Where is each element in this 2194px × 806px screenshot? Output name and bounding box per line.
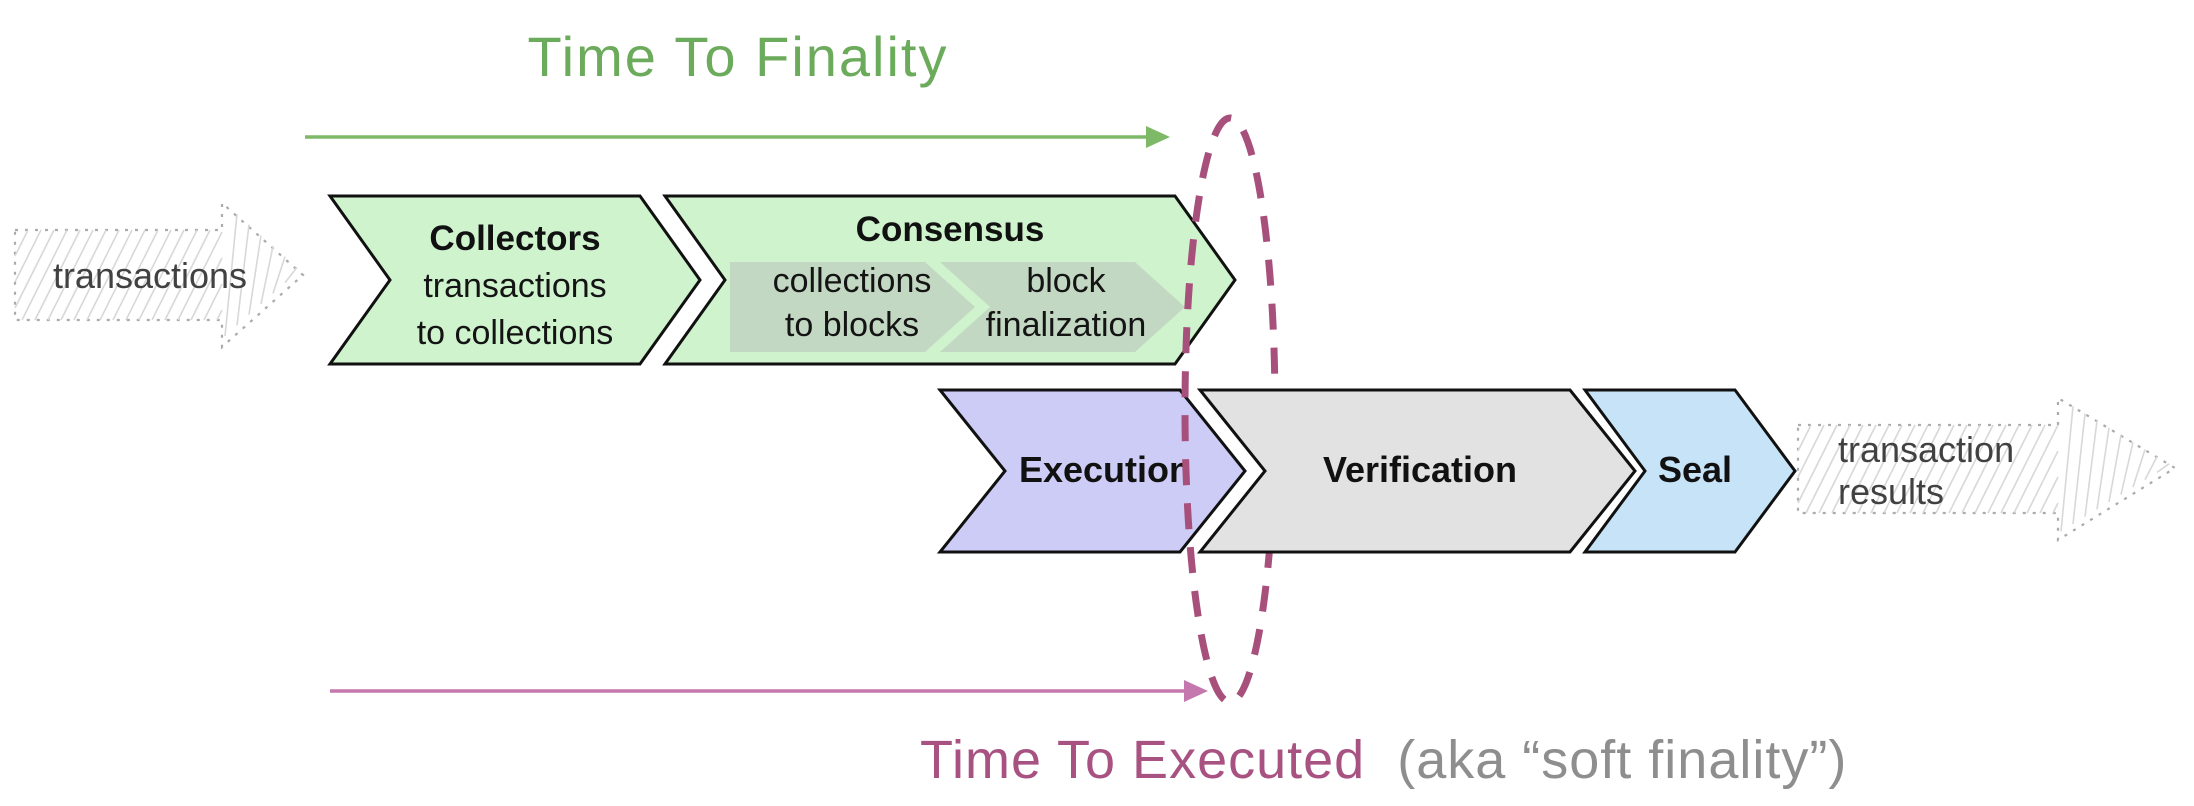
hatch-pattern [14, 213, 298, 337]
substep-label-line1: block [1026, 262, 1106, 300]
execution-shape [936, 388, 1247, 554]
transaction-results-label-line2: results [1838, 471, 1944, 512]
collectors-shape [327, 194, 702, 366]
execution-title: Execution [1019, 449, 1191, 490]
consensus-substep-block-finalization: block finalization [940, 262, 1185, 352]
seal-chevron: Seal [1582, 388, 1797, 554]
time-to-executed-arrow [330, 680, 1208, 702]
transactions-input-arrow: transactions [13, 200, 305, 350]
collectors-subtitle-line1: transactions [423, 267, 606, 305]
collectors-subtitle-line2: to collections [417, 314, 614, 352]
collectors-chevron: Collectors transactions to collections [327, 194, 702, 366]
substep-label-line1: collections [773, 262, 932, 300]
transactions-label: transactions [53, 255, 247, 296]
execution-chevron: Execution [936, 388, 1247, 554]
arrowhead-icon [1184, 680, 1208, 702]
consensus-title: Consensus [856, 210, 1045, 249]
time-to-finality-arrow [305, 126, 1170, 148]
substep-shape [730, 262, 975, 352]
hatch-pattern [1797, 406, 2170, 532]
verification-chevron: Verification [1196, 388, 1637, 554]
substep-shape [940, 262, 1185, 352]
arrowhead-icon [1146, 126, 1170, 148]
substep-label-line2: to blocks [785, 306, 919, 344]
transaction-results-output-arrow: transaction results [1796, 396, 2178, 542]
consensus-substep-collections-to-blocks: collections to blocks [730, 262, 975, 352]
time-to-executed-title: Time To Executed (aka “soft finality”) [920, 730, 1847, 790]
time-to-finality-title: Time To Finality [528, 25, 949, 88]
substep-label-line2: finalization [986, 306, 1147, 344]
sketch-arrow-shape [13, 200, 305, 350]
verification-shape [1196, 388, 1637, 554]
sketch-arrow-shape [1796, 396, 2178, 542]
soft-finality-secondary: (aka “soft finality”) [1397, 730, 1847, 790]
seal-title: Seal [1658, 449, 1732, 490]
seal-shape [1582, 388, 1797, 554]
verification-title: Verification [1323, 449, 1517, 490]
consensus-chevron: Consensus collections to blocks block fi… [662, 194, 1237, 366]
transaction-results-label-line1: transaction [1838, 429, 2014, 470]
time-to-executed-primary: Time To Executed [920, 730, 1365, 790]
collectors-title: Collectors [429, 219, 600, 258]
